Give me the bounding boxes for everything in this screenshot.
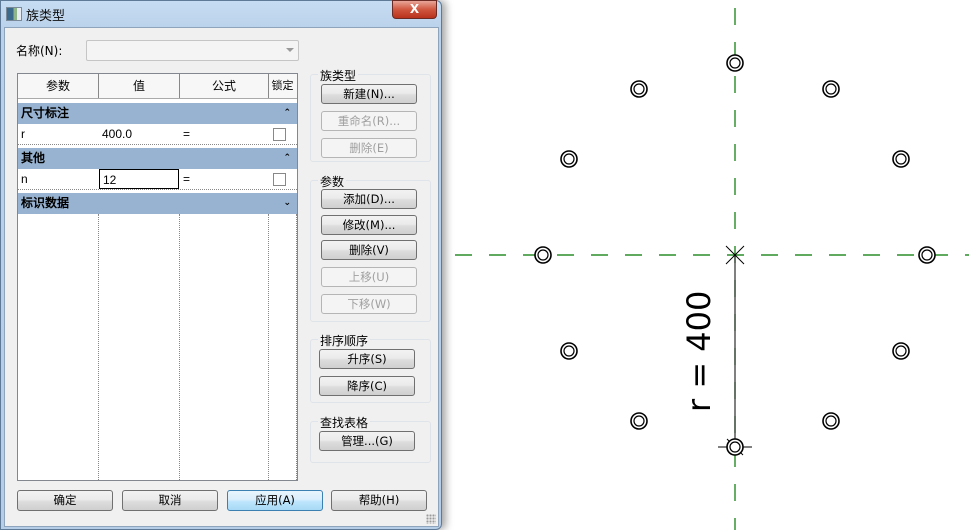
chevron-down-icon bbox=[286, 48, 294, 52]
grid-header: 参数 值 公式 锁定 bbox=[18, 74, 297, 99]
array-point-marker[interactable] bbox=[726, 438, 744, 456]
group-caption: 查找表格 bbox=[318, 414, 371, 431]
circular-array-points bbox=[534, 54, 936, 456]
table-row[interactable]: r 400.0 = bbox=[18, 124, 297, 145]
cancel-button[interactable]: 取消 bbox=[122, 490, 218, 511]
param-formula[interactable]: = bbox=[183, 172, 191, 186]
expand-chevron-icon[interactable]: ⌄ bbox=[283, 198, 291, 208]
param-value-input[interactable]: 12 bbox=[99, 169, 179, 189]
dialog-body: 名称(N): 参数 值 公式 锁定 尺寸标注 ⌃ r 400.0 = bbox=[4, 27, 439, 527]
group-identity-data[interactable]: 标识数据 ⌄ bbox=[18, 193, 297, 214]
parameters-group: 参数 添加(D)... 修改(M)... 删除(V) 上移(U) 下移(W) bbox=[310, 173, 431, 322]
param-value[interactable]: 400.0 bbox=[102, 127, 133, 141]
lock-checkbox[interactable] bbox=[273, 128, 286, 141]
array-point-marker[interactable] bbox=[534, 246, 552, 264]
array-point-marker[interactable] bbox=[822, 412, 840, 430]
manage-lookup-tables-button[interactable]: 管理...(G) bbox=[319, 431, 415, 451]
delete-parameter-button[interactable]: 删除(V) bbox=[321, 240, 417, 260]
ok-button[interactable]: 确定 bbox=[17, 490, 113, 511]
center-point-marker bbox=[725, 245, 745, 265]
array-point-marker[interactable] bbox=[892, 342, 910, 360]
group-label: 尺寸标注 bbox=[21, 106, 70, 120]
radius-dimension-label[interactable]: r = 400 bbox=[680, 291, 718, 412]
family-types-dialog: 族类型 X 名称(N): 参数 值 公式 锁定 尺寸标注 ⌃ r 400.0 = bbox=[0, 0, 442, 530]
header-formula[interactable]: 公式 bbox=[180, 74, 269, 98]
add-parameter-button[interactable]: 添加(D)... bbox=[321, 189, 417, 209]
help-button[interactable]: 帮助(H) bbox=[331, 490, 427, 511]
param-name: n bbox=[21, 172, 28, 186]
array-point-marker[interactable] bbox=[918, 246, 936, 264]
lock-checkbox[interactable] bbox=[273, 173, 286, 186]
rename-type-button[interactable]: 重命名(R)... bbox=[321, 111, 417, 131]
sort-descending-button[interactable]: 降序(C) bbox=[319, 376, 415, 396]
parameters-grid: 参数 值 公式 锁定 尺寸标注 ⌃ r 400.0 = 其他 ⌃ n 12 bbox=[17, 73, 298, 481]
group-caption: 族类型 bbox=[318, 67, 359, 84]
dialog-title: 族类型 bbox=[26, 9, 66, 24]
group-other[interactable]: 其他 ⌃ bbox=[18, 148, 297, 169]
array-point-marker[interactable] bbox=[560, 342, 578, 360]
app-icon bbox=[6, 7, 22, 21]
table-row[interactable]: n 12 = bbox=[18, 169, 297, 190]
column-divider bbox=[179, 214, 180, 480]
header-lock[interactable]: 锁定 bbox=[271, 79, 294, 92]
name-combobox[interactable] bbox=[86, 40, 299, 61]
group-label: 标识数据 bbox=[21, 196, 70, 210]
array-point-marker[interactable] bbox=[822, 80, 840, 98]
move-down-button[interactable]: 下移(W) bbox=[321, 294, 417, 314]
group-caption: 参数 bbox=[318, 173, 347, 190]
array-point-marker[interactable] bbox=[726, 54, 744, 72]
modify-parameter-button[interactable]: 修改(M)... bbox=[321, 215, 417, 235]
column-divider bbox=[268, 214, 269, 480]
apply-button[interactable]: 应用(A) bbox=[227, 490, 323, 511]
group-caption: 排序顺序 bbox=[318, 332, 371, 349]
title-bar[interactable]: 族类型 X bbox=[1, 0, 441, 27]
column-divider bbox=[98, 214, 99, 480]
group-label: 其他 bbox=[21, 151, 46, 165]
sort-ascending-button[interactable]: 升序(S) bbox=[319, 349, 415, 369]
collapse-chevron-icon[interactable]: ⌃ bbox=[283, 108, 291, 118]
column-divider bbox=[296, 214, 297, 480]
family-types-group: 族类型 新建(N)... 重命名(R)... 删除(E) bbox=[310, 67, 431, 162]
param-name: r bbox=[21, 127, 25, 141]
group-dimensions[interactable]: 尺寸标注 ⌃ bbox=[18, 103, 297, 124]
collapse-chevron-icon[interactable]: ⌃ bbox=[283, 153, 291, 163]
array-point-marker[interactable] bbox=[560, 150, 578, 168]
header-parameter[interactable]: 参数 bbox=[18, 74, 99, 98]
delete-type-button[interactable]: 删除(E) bbox=[321, 138, 417, 158]
close-button[interactable]: X bbox=[392, 0, 437, 19]
resize-grip[interactable] bbox=[426, 514, 436, 524]
array-point-marker[interactable] bbox=[630, 80, 648, 98]
array-point-marker[interactable] bbox=[892, 150, 910, 168]
new-type-button[interactable]: 新建(N)... bbox=[321, 84, 417, 104]
lookup-tables-group: 查找表格 管理...(G) bbox=[310, 414, 431, 463]
header-value[interactable]: 值 bbox=[99, 74, 180, 98]
array-point-marker[interactable] bbox=[630, 412, 648, 430]
move-up-button[interactable]: 上移(U) bbox=[321, 267, 417, 287]
sort-order-group: 排序顺序 升序(S) 降序(C) bbox=[310, 332, 431, 403]
name-label: 名称(N): bbox=[16, 44, 63, 58]
param-formula[interactable]: = bbox=[183, 127, 191, 141]
